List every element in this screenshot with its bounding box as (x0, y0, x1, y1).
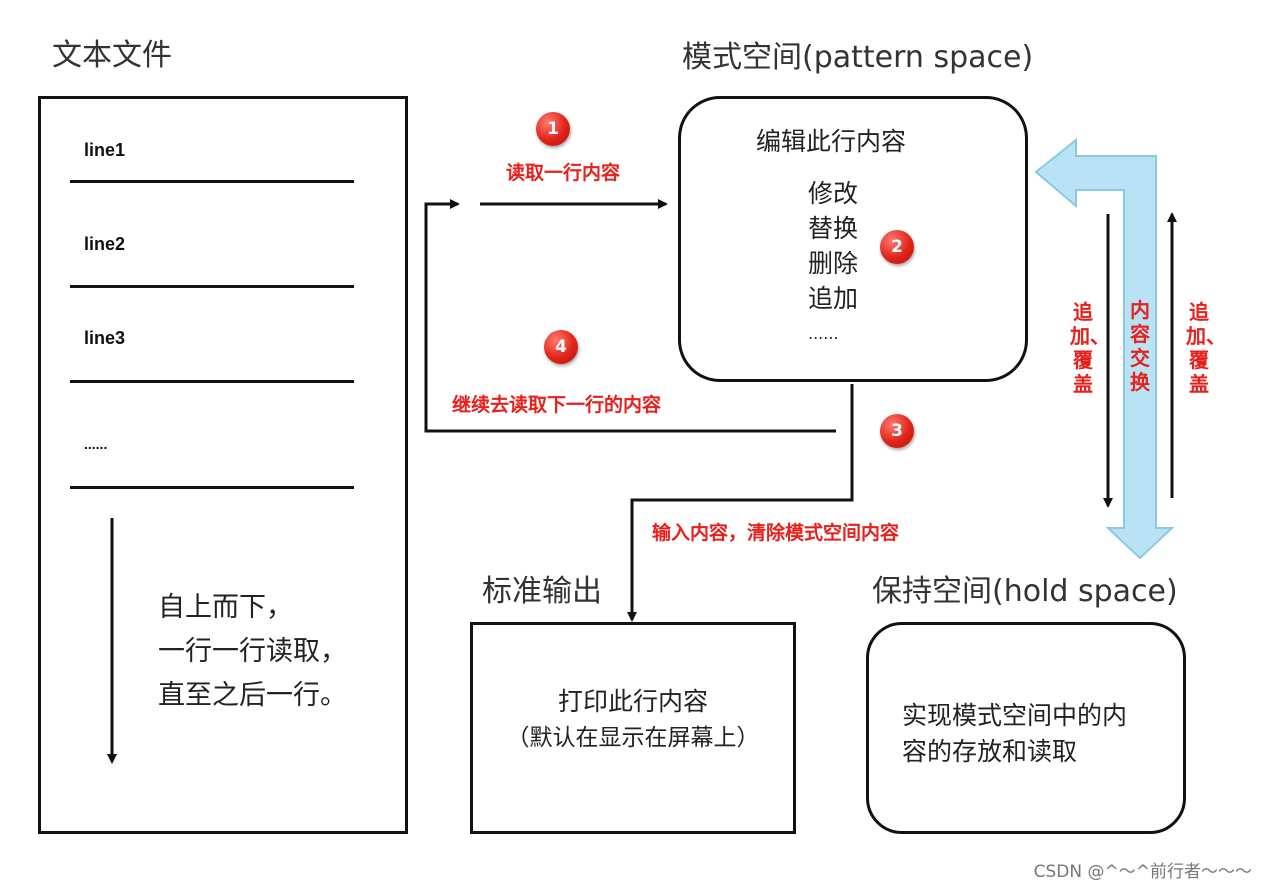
hold-space-line: 实现模式空间中的内 (902, 701, 1128, 730)
file-line-2: line2 (84, 234, 126, 254)
step-1-label: 读取一行内容 (506, 162, 621, 184)
op-append: 追加 (808, 284, 859, 313)
file-line-rule (70, 486, 354, 489)
file-line-1: line1 (84, 140, 126, 160)
file-note-line: 自上而下， (158, 592, 293, 623)
pattern-space-box (678, 96, 1028, 382)
pattern-ops-list: 修改 替换 删除 追加 ...... (808, 176, 858, 351)
file-note-line: 一行一行读取， (158, 636, 347, 667)
hold-space-line: 容的存放和读取 (902, 737, 1078, 766)
step-3-badge: 3 (880, 414, 914, 448)
text-file-box (38, 96, 408, 834)
step-4-badge: 4 (544, 330, 578, 364)
stdout-text: 打印此行内容 （默认在显示在屏幕上） (470, 684, 796, 756)
text-file-title: 文本文件 (52, 38, 172, 73)
output-arrow (627, 384, 854, 622)
file-line-3: line3 (84, 328, 126, 348)
step-3-label: 输入内容，清除模式空间内容 (652, 522, 900, 544)
step-4-label: 继续去读取下一行的内容 (452, 394, 662, 416)
hold-space-box (866, 622, 1186, 834)
file-line-more: ...... (84, 436, 108, 452)
file-line-rule (70, 285, 354, 288)
stdout-box (470, 622, 796, 834)
op-modify: 修改 (808, 179, 859, 208)
file-note-line: 直至之后一行。 (158, 680, 347, 711)
pattern-space-title: 模式空间(pattern space) (682, 40, 1034, 75)
content-exchange-arrow (1034, 137, 1175, 560)
op-delete: 删除 (808, 249, 859, 278)
stdout-title: 标准输出 (482, 574, 602, 609)
step-2-badge: 2 (880, 230, 914, 264)
op-replace: 替换 (808, 214, 859, 243)
next-line-loop-arrow (424, 199, 836, 433)
file-line-rule (70, 380, 354, 383)
step-1-badge: 1 (536, 112, 570, 146)
content-exchange-label: 内容交换 (1130, 298, 1150, 394)
file-note: 自上而下， 一行一行读取， 直至之后一行。 (158, 586, 347, 718)
op-more: ...... (808, 324, 839, 343)
file-line-rule (70, 180, 354, 183)
watermark: CSDN @^～^前行者～～～ (1033, 862, 1252, 882)
append-overwrite-left-label: 追加、覆盖 (1070, 300, 1110, 396)
pattern-space-heading: 编辑此行内容 (756, 127, 907, 156)
stdout-line: 打印此行内容 (557, 687, 708, 716)
hold-space-title: 保持空间(hold space) (872, 574, 1178, 609)
stdout-line: （默认在显示在屏幕上） (506, 725, 760, 751)
append-overwrite-right-label: 追加、覆盖 (1186, 300, 1226, 396)
hold-space-text: 实现模式空间中的内 容的存放和读取 (902, 698, 1127, 770)
